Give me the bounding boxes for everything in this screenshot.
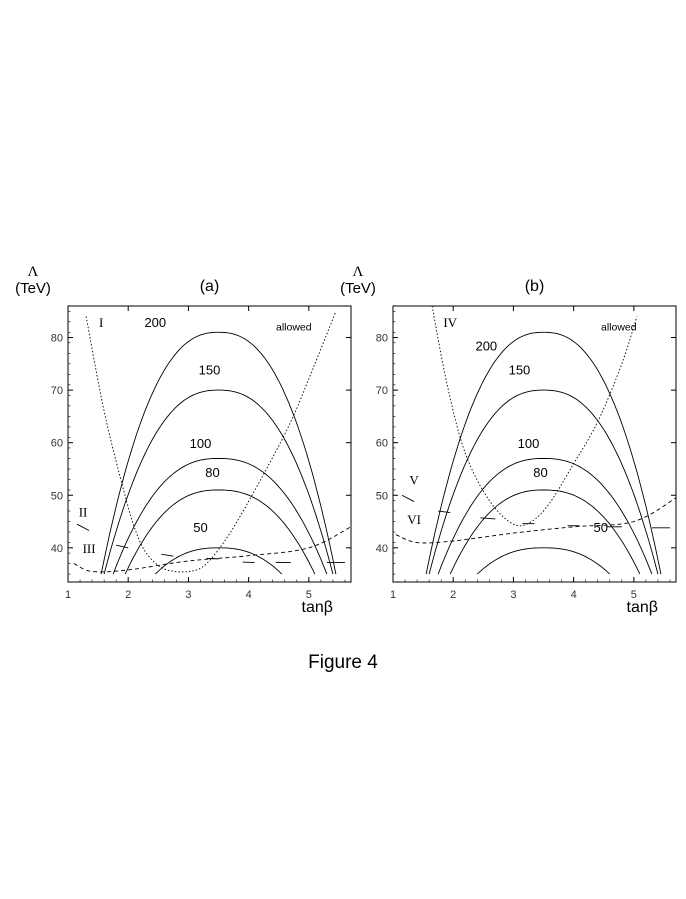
- y-tick-label: 60: [51, 438, 63, 450]
- region-label-tick: [76, 523, 90, 531]
- contour-curve-150: [428, 389, 659, 575]
- contour-label-50: 50: [193, 520, 207, 535]
- contour-curve-200: [425, 331, 662, 575]
- y-tick-label: 70: [51, 385, 63, 397]
- region-label-i: I: [99, 315, 103, 330]
- contour-label-200: 200: [144, 315, 166, 330]
- allowed-annotation: allowed: [276, 322, 312, 334]
- region-label-tick: [401, 494, 415, 502]
- region-label-ii: II: [79, 504, 88, 519]
- x-tick-label: 1: [65, 589, 71, 601]
- contour-label-50: 50: [593, 520, 607, 535]
- y-tick-label: 70: [376, 385, 388, 397]
- contour-curve-50: [477, 547, 611, 575]
- contour-curve-50: [154, 547, 283, 575]
- figure-caption: Figure 4: [308, 652, 378, 673]
- dotted-boundary-curve: [85, 311, 337, 573]
- boundary-tick-mark: [116, 544, 129, 549]
- contour-curve-80: [449, 489, 641, 575]
- y-tick-label: 50: [51, 490, 63, 502]
- boundary-tick-mark: [438, 510, 451, 514]
- y-tick-label: 40: [376, 543, 388, 555]
- y-tick-label: 50: [376, 490, 388, 502]
- plot-area: [73, 311, 351, 575]
- x-tick-label: 1: [390, 589, 396, 601]
- boundary-tick-mark: [480, 517, 496, 520]
- contour-label-200: 200: [475, 339, 497, 354]
- x-axis-label: tanβ: [627, 599, 658, 616]
- contour-curve-100: [437, 458, 653, 575]
- x-axis-label: tanβ: [302, 599, 333, 616]
- dashed-boundary-curve: [395, 497, 676, 544]
- contour-label-150: 150: [199, 362, 221, 377]
- boundary-tick-mark: [242, 561, 255, 563]
- x-tick-label: 4: [246, 589, 252, 601]
- region-label-iv: IV: [443, 315, 457, 330]
- region-label-vi: VI: [407, 512, 421, 527]
- region-label-v: V: [409, 473, 419, 488]
- chart-panel-a: (a) Λ(TeV) tanβ 1 2 3 4 5 40 50 60 70 80 200 150 100 80 5…: [15, 264, 352, 616]
- contour-curve-200: [100, 331, 337, 575]
- panel-label: (a): [200, 278, 220, 295]
- y-axis-label: Λ: [28, 264, 39, 280]
- contour-label-100: 100: [190, 436, 212, 451]
- y-tick-label: 80: [376, 333, 388, 345]
- contour-curve-150: [103, 389, 334, 575]
- contour-curve-100: [112, 458, 328, 575]
- y-tick-label: 80: [51, 333, 63, 345]
- contour-label-80: 80: [533, 465, 547, 480]
- x-tick-label: 2: [450, 589, 456, 601]
- contour-label-150: 150: [509, 362, 531, 377]
- dashed-boundary-curve: [73, 526, 351, 573]
- allowed-annotation: allowed: [601, 322, 637, 334]
- dotted-boundary-curve: [431, 306, 638, 527]
- chart-panel-b: (b) Λ(TeV) tanβ 1 2 3 4 5 40 50 60 70 80 200 150 100 80 5…: [340, 264, 677, 616]
- x-tick-label: 3: [510, 589, 516, 601]
- y-tick-label: 60: [376, 438, 388, 450]
- y-axis-label: (TeV): [15, 280, 51, 297]
- y-axis-label: (TeV): [340, 280, 376, 297]
- plot-frame: [67, 305, 352, 583]
- contour-label-100: 100: [518, 436, 540, 451]
- boundary-tick-mark: [161, 553, 174, 557]
- x-tick-label: 3: [185, 589, 191, 601]
- panel-label: (b): [525, 278, 545, 295]
- region-label-iii: III: [83, 541, 96, 556]
- x-tick-label: 2: [125, 589, 131, 601]
- x-tick-label: 5: [631, 589, 637, 601]
- contour-curve-80: [124, 489, 316, 575]
- y-axis-label: Λ: [353, 264, 364, 280]
- contour-label-80: 80: [205, 465, 219, 480]
- boundary-tick-mark: [206, 557, 219, 560]
- plot-frame: [392, 305, 677, 583]
- plot-area: [395, 306, 676, 575]
- y-tick-label: 40: [51, 543, 63, 555]
- x-tick-label: 4: [571, 589, 577, 601]
- x-tick-label: 5: [306, 589, 312, 601]
